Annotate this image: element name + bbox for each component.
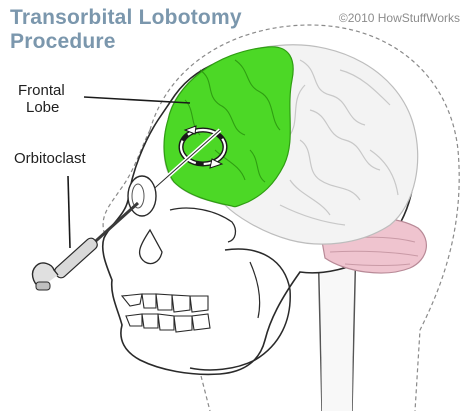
frontal-lobe-label-line-1: Frontal bbox=[18, 82, 65, 99]
frontal-lobe-label-line-2: Lobe bbox=[26, 99, 60, 116]
title-line-1: Transorbital Lobotomy bbox=[10, 6, 242, 29]
teeth bbox=[120, 293, 211, 333]
orbitoclast-leader bbox=[67, 175, 71, 249]
copyright-notice: ©2010 HowStuffWorks bbox=[338, 11, 460, 25]
brain-gyri bbox=[279, 59, 399, 226]
page-title: Transorbital Lobotomy Procedure bbox=[10, 6, 270, 54]
frontal-lobe-leader bbox=[83, 96, 191, 104]
orbitoclast-instrument bbox=[31, 201, 140, 291]
circular-arrow-icon bbox=[178, 125, 228, 169]
title-line-2: Procedure bbox=[10, 30, 116, 53]
orbitoclast-label: Orbitoclast bbox=[14, 150, 86, 167]
frontal-lobe bbox=[163, 46, 294, 208]
nasal-cavity bbox=[138, 228, 163, 265]
frontal-lobe-label: Frontal Lobe bbox=[18, 82, 65, 116]
head-outline bbox=[102, 24, 460, 411]
jaw bbox=[189, 248, 291, 371]
